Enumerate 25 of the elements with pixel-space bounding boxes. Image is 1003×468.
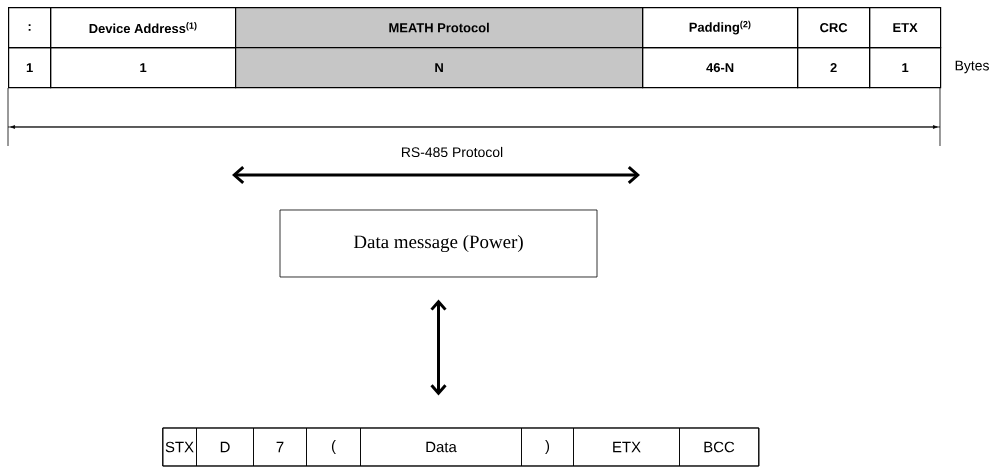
arrow xyxy=(430,299,447,396)
frame-cell: ETX xyxy=(573,427,680,467)
table-cell: Device Address$^{(1)}$ xyxy=(50,7,237,49)
frame-cell: ) xyxy=(521,427,574,467)
table-cell: MEATH Protocol xyxy=(235,7,644,49)
frame-cell: ( xyxy=(306,427,361,467)
frame-cell: BCC xyxy=(679,427,759,467)
table-cell: 1 xyxy=(50,47,237,89)
table-cell: Padding$^{(2)}$ xyxy=(642,7,799,49)
frame-cell: Data xyxy=(360,427,522,467)
message-box: Data message (Power) xyxy=(279,209,598,278)
table-cell: 1 xyxy=(8,47,52,89)
unit-label: Bytes xyxy=(955,60,989,74)
table-cell: 1 xyxy=(869,47,942,89)
frame-cell: 7 xyxy=(253,427,307,467)
table-cell: ETX xyxy=(869,7,942,49)
frame-cell: STX xyxy=(162,427,197,467)
table-cell: CRC xyxy=(797,7,871,49)
frame-row xyxy=(162,427,760,467)
frame-cell: D xyxy=(196,427,254,467)
table-cell: N xyxy=(235,47,644,89)
protocol-label: RS-485 Protocol xyxy=(402,146,503,158)
table-cell: : xyxy=(8,7,52,49)
table-cell: 46-N xyxy=(642,47,799,89)
table-cell: 2 xyxy=(797,47,871,89)
